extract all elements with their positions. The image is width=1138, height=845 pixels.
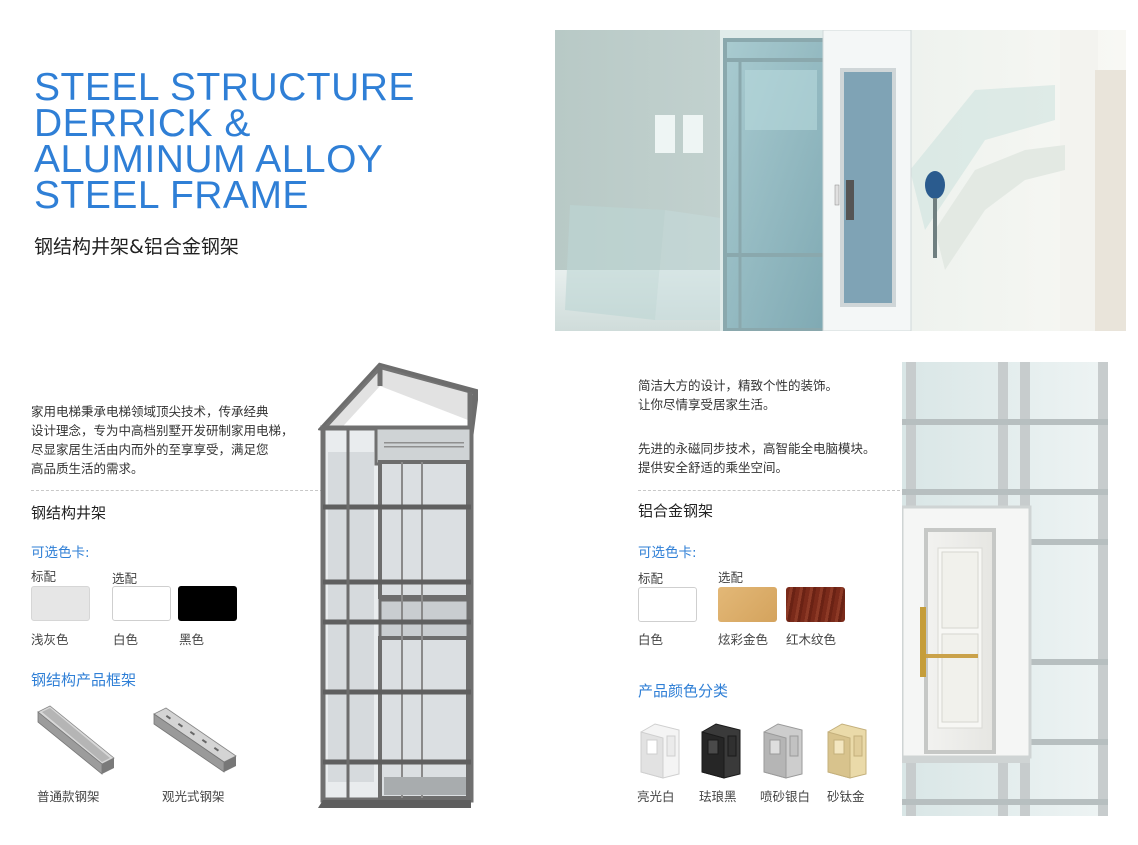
profile-label: 亮光白 xyxy=(637,789,675,804)
steel-frame-section-title: 钢结构井架 xyxy=(31,504,107,522)
profile-sandblast-silver xyxy=(760,722,806,784)
swatch-label: 白色 xyxy=(113,632,139,647)
swatch-label: 白色 xyxy=(638,632,664,647)
swatch-mahogany xyxy=(786,587,845,622)
swatch-white xyxy=(638,587,697,622)
profile-label: 珐琅黑 xyxy=(699,789,737,804)
swatch-label: 浅灰色 xyxy=(31,632,69,647)
aluminum-description-2: 先进的永磁同步技术，高智能全电脑模块。 提供安全舒适的乘坐空间。 xyxy=(638,441,876,475)
divider xyxy=(31,490,323,491)
standard-label: 标配 xyxy=(638,571,664,586)
swatch-label: 红木纹色 xyxy=(786,632,837,647)
optional-label: 选配 xyxy=(112,571,138,586)
aluminum-alloy-elevator-image xyxy=(900,362,1108,820)
standard-steel-frame-image xyxy=(30,700,120,784)
steel-color-card-title: 可选色卡: xyxy=(31,545,90,561)
profile-sand-titanium-gold xyxy=(824,722,870,784)
hero-photo xyxy=(555,30,1126,331)
frame-label: 普通款钢架 xyxy=(37,789,100,804)
sightseeing-steel-frame-image xyxy=(150,700,240,784)
swatch-black xyxy=(178,586,237,621)
divider xyxy=(638,490,900,491)
steel-structure-elevator-image xyxy=(317,362,480,824)
hero-title: STEEL STRUCTURE DERRICK & ALUMINUM ALLOY… xyxy=(34,66,415,217)
profile-bright-white xyxy=(637,722,683,784)
profile-label: 喷砂银白 xyxy=(760,789,811,804)
product-color-title: 产品颜色分类 xyxy=(638,682,729,700)
swatch-label: 黑色 xyxy=(179,632,205,647)
profile-label: 砂钛金 xyxy=(827,789,865,804)
swatch-white xyxy=(112,586,171,621)
hero-subtitle: 钢结构井架&铝合金钢架 xyxy=(34,236,239,258)
swatch-gold xyxy=(718,587,777,622)
swatch-light-gray xyxy=(31,586,90,621)
optional-label: 选配 xyxy=(718,570,744,585)
aluminum-description-1: 简洁大方的设计，精致个性的装饰。 让你尽情享受居家生活。 xyxy=(638,378,839,412)
frame-label: 观光式钢架 xyxy=(162,789,225,804)
profile-enamel-black xyxy=(698,722,744,784)
standard-label: 标配 xyxy=(31,569,57,584)
steel-frame-products-title: 钢结构产品框架 xyxy=(31,671,137,689)
aluminum-frame-section-title: 铝合金钢架 xyxy=(638,502,714,520)
steel-frame-description: 家用电梯秉承电梯领域顶尖技术，传承经典 设计理念，专为中高档别墅开发研制家用电梯… xyxy=(31,404,294,476)
swatch-label: 炫彩金色 xyxy=(718,632,769,647)
aluminum-color-card-title: 可选色卡: xyxy=(638,545,697,561)
